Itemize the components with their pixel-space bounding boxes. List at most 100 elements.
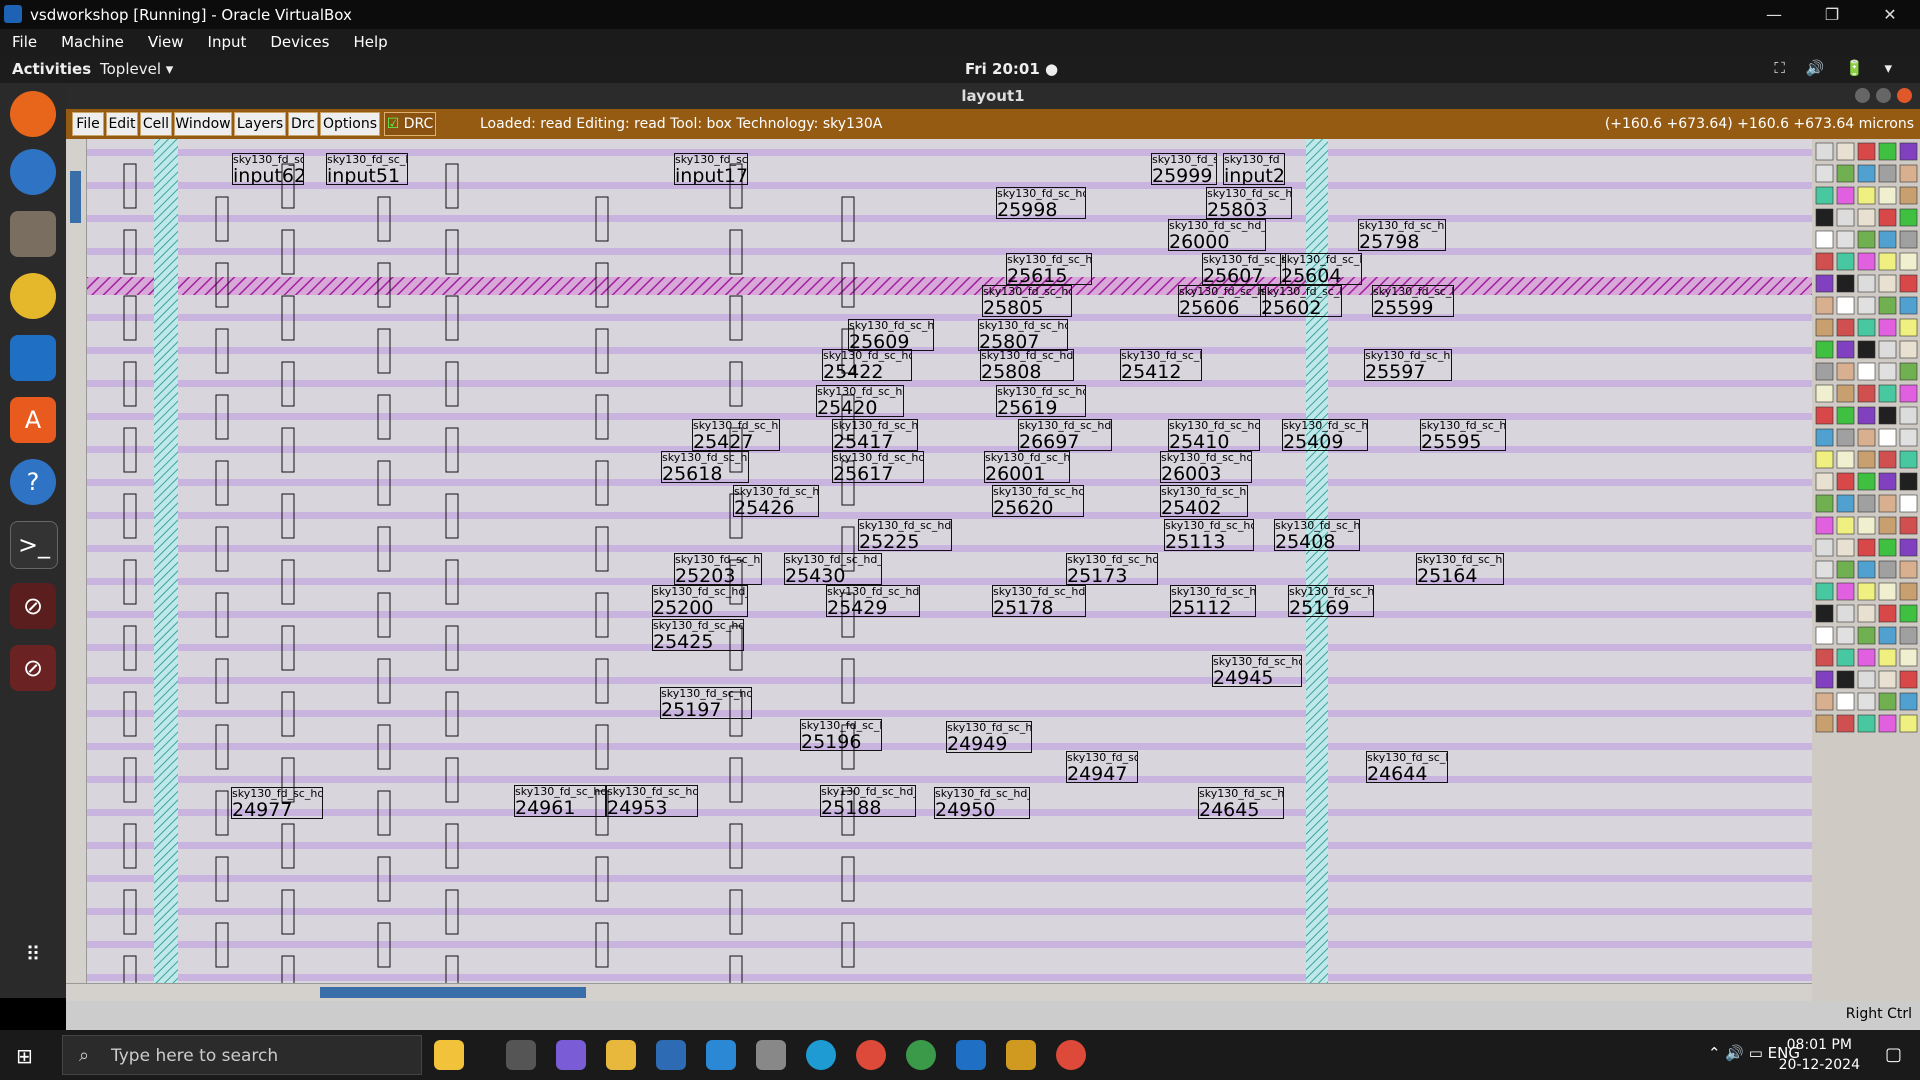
- chrome-profile-icon[interactable]: [906, 1040, 936, 1070]
- std-cell-ai[interactable]: sky130_fd_sc_hd__a225426: [733, 485, 819, 517]
- layer-swatch[interactable]: [1857, 230, 1876, 249]
- system-menu-icons[interactable]: ⛶ 🔊 🔋 ▾: [1774, 59, 1900, 77]
- layer-swatch[interactable]: [1857, 560, 1876, 579]
- vbox-menu-help[interactable]: Help: [353, 33, 388, 51]
- horizontal-scroll-thumb[interactable]: [320, 987, 586, 998]
- layer-swatch[interactable]: [1899, 560, 1918, 579]
- layer-swatch[interactable]: [1815, 648, 1834, 667]
- layer-swatch[interactable]: [1815, 164, 1834, 183]
- std-cell-ar[interactable]: sky130_fd_sc_hd__a21o25164: [1416, 553, 1504, 585]
- layer-swatch[interactable]: [1815, 296, 1834, 315]
- app-menu[interactable]: Toplevel ▾: [100, 60, 174, 78]
- layer-swatch[interactable]: [1857, 428, 1876, 447]
- task-view-icon[interactable]: [506, 1040, 536, 1070]
- windows-start-icon[interactable]: ⊞: [16, 1044, 33, 1068]
- layer-swatch[interactable]: [1857, 714, 1876, 733]
- std-cell-f[interactable]: sky130_fd_sc_hd__nor3_425998: [996, 187, 1086, 219]
- layer-swatch[interactable]: [1815, 318, 1834, 337]
- layer-swatch[interactable]: [1836, 208, 1855, 227]
- std-cell-k[interactable]: sky130_fd_sc_hd__nor3_425607: [1202, 253, 1286, 285]
- std-cell-bd[interactable]: sky130_fd_sc_hd__xor2_424644: [1366, 751, 1448, 783]
- layer-swatch[interactable]: [1899, 428, 1918, 447]
- layer-swatch[interactable]: [1857, 296, 1876, 315]
- layer-swatch[interactable]: [1815, 604, 1834, 623]
- std-cell-ac[interactable]: sky130_fd_sc_hd__xor2_425409: [1282, 419, 1368, 451]
- layer-swatch[interactable]: [1815, 230, 1834, 249]
- layer-swatch[interactable]: [1878, 164, 1897, 183]
- layer-swatch[interactable]: [1857, 538, 1876, 557]
- layer-swatches[interactable]: [1812, 139, 1920, 1001]
- layer-swatch[interactable]: [1857, 406, 1876, 425]
- chrome-profile-icon-2[interactable]: [1056, 1040, 1086, 1070]
- layer-swatch[interactable]: [1815, 428, 1834, 447]
- input-language[interactable]: ENG: [1767, 1044, 1800, 1062]
- std-cell-n[interactable]: sky130_fd_sc_hd__o21ai25606: [1178, 285, 1266, 317]
- layer-swatch[interactable]: [1836, 252, 1855, 271]
- std-cell-af[interactable]: sky130_fd_sc_hd__nor2_825617: [832, 451, 924, 483]
- layer-swatch[interactable]: [1836, 604, 1855, 623]
- layer-swatch[interactable]: [1815, 714, 1834, 733]
- magic-menu-drc[interactable]: Drc: [288, 112, 318, 136]
- layer-swatch[interactable]: [1878, 516, 1897, 535]
- std-cell-al[interactable]: sky130_fd_sc_hd__xnor2_425225: [858, 519, 952, 551]
- layer-swatch[interactable]: [1857, 318, 1876, 337]
- system-tray[interactable]: ⌃ 🔊 ▭ ENG: [1707, 1044, 1800, 1062]
- layer-swatch[interactable]: [1815, 384, 1834, 403]
- magic-menu-layers[interactable]: Layers: [234, 112, 286, 136]
- layer-swatch[interactable]: [1899, 384, 1918, 403]
- std-cell-v[interactable]: sky130_fd_sc_hd__xor2_425597: [1364, 349, 1452, 381]
- std-cell-p[interactable]: sky130_fd_sc_hd__nand25599: [1372, 285, 1454, 317]
- std-cell-be[interactable]: sky130_fd_sc_hd__nor3_424977: [231, 787, 323, 819]
- layer-swatch[interactable]: [1836, 296, 1855, 315]
- notifications-icon[interactable]: ▢: [1884, 1044, 1902, 1065]
- layer-swatch[interactable]: [1899, 142, 1918, 161]
- std-cell-bj[interactable]: sky130_fd_sc_hd__nor3_424645: [1198, 787, 1284, 819]
- layer-swatch[interactable]: [1857, 604, 1876, 623]
- layer-swatch[interactable]: [1815, 362, 1834, 381]
- layer-swatch[interactable]: [1857, 626, 1876, 645]
- layer-palette[interactable]: [1812, 139, 1920, 1001]
- layer-swatch[interactable]: [1836, 516, 1855, 535]
- layer-swatch[interactable]: [1836, 450, 1855, 469]
- layer-swatch[interactable]: [1836, 142, 1855, 161]
- layer-swatch[interactable]: [1857, 472, 1876, 491]
- magic-menu-file[interactable]: File: [72, 112, 104, 136]
- firefox-icon[interactable]: [10, 91, 56, 137]
- std-cell-g[interactable]: sky130_fd_sc_hd__a21oi_425803: [1206, 187, 1292, 219]
- layer-swatch[interactable]: [1836, 538, 1855, 557]
- layer-swatch[interactable]: [1899, 186, 1918, 205]
- layer-swatch[interactable]: [1857, 252, 1876, 271]
- std-cell-ah[interactable]: sky130_fd_sc_hd__a21oi_426003: [1160, 451, 1252, 483]
- std-cell-aq[interactable]: sky130_fd_sc_hd__nand3b_425173: [1066, 553, 1158, 585]
- layer-swatch[interactable]: [1836, 362, 1855, 381]
- layer-swatch[interactable]: [1899, 450, 1918, 469]
- layer-swatch[interactable]: [1878, 626, 1897, 645]
- layer-swatch[interactable]: [1878, 142, 1897, 161]
- std-cell-bi[interactable]: sky130_fd_sc_hd__o2bb2ai_424950: [934, 787, 1030, 819]
- layer-swatch[interactable]: [1836, 230, 1855, 249]
- std-cell-j[interactable]: sky130_fd_sc_hd__nand25615: [1006, 253, 1092, 285]
- paint-icon[interactable]: [756, 1040, 786, 1070]
- window-maximize-icon[interactable]: [1876, 88, 1891, 103]
- vbox-menu-view[interactable]: View: [147, 33, 184, 51]
- minimize-icon[interactable]: —: [1766, 5, 1782, 24]
- layer-swatch[interactable]: [1899, 362, 1918, 381]
- std-cell-a[interactable]: sky130_fd_sc_hd__buf_6input62: [232, 153, 304, 185]
- std-cell-l[interactable]: sky130_fd_sc_hd__nand325604: [1280, 253, 1362, 285]
- layer-swatch[interactable]: [1899, 714, 1918, 733]
- std-cell-x[interactable]: sky130_fd_sc_hd__a21oi_425619: [996, 385, 1086, 417]
- show-apps-icon[interactable]: ⠿: [25, 942, 41, 966]
- activities-button[interactable]: Activities: [12, 60, 92, 78]
- layer-swatch[interactable]: [1878, 494, 1897, 513]
- layer-swatch[interactable]: [1836, 186, 1855, 205]
- layer-swatch[interactable]: [1857, 208, 1876, 227]
- layer-swatch[interactable]: [1878, 538, 1897, 557]
- layer-swatch[interactable]: [1815, 582, 1834, 601]
- layer-swatch[interactable]: [1857, 516, 1876, 535]
- layer-swatch[interactable]: [1815, 626, 1834, 645]
- copilot-icon[interactable]: [434, 1040, 464, 1070]
- layer-swatch[interactable]: [1815, 494, 1834, 513]
- layer-swatch[interactable]: [1815, 516, 1834, 535]
- layer-swatch[interactable]: [1878, 362, 1897, 381]
- layer-swatch[interactable]: [1899, 472, 1918, 491]
